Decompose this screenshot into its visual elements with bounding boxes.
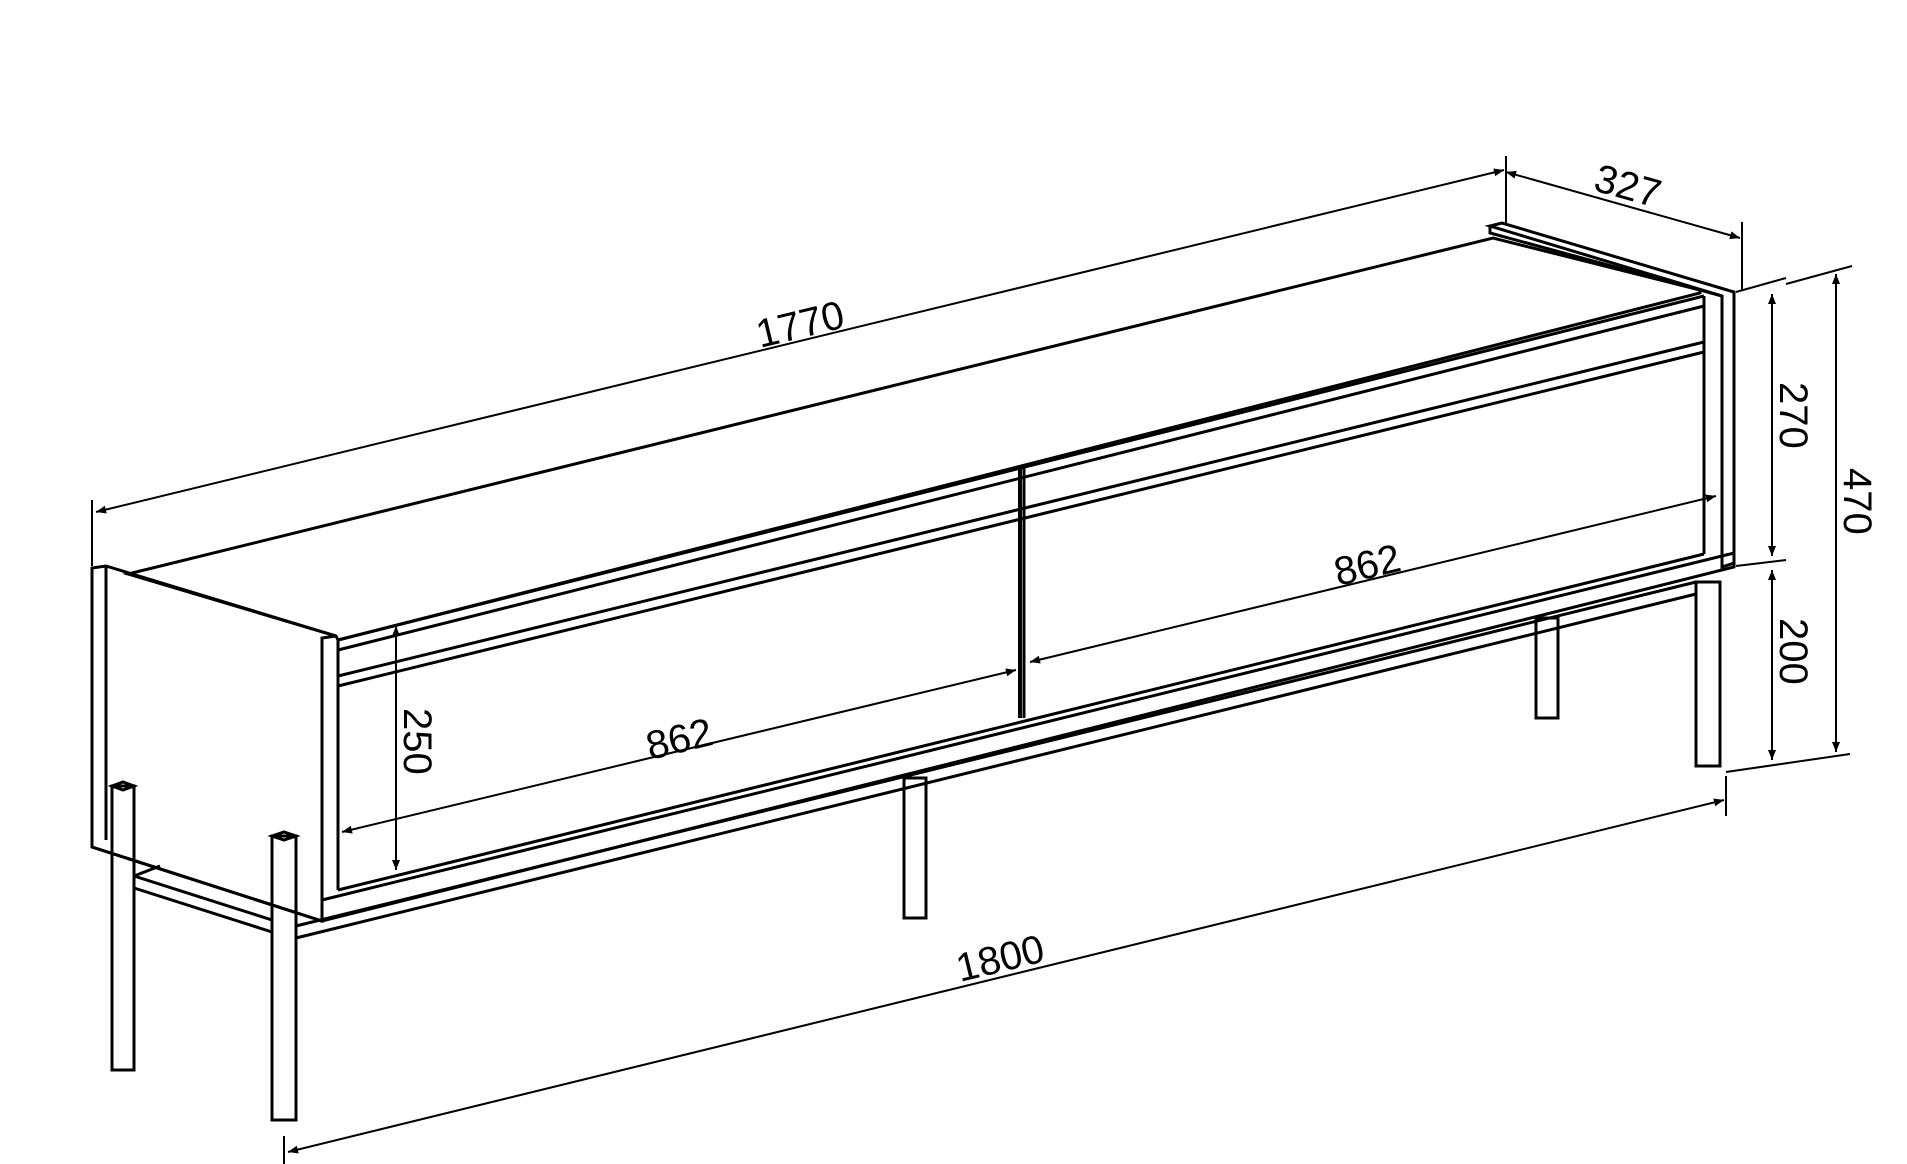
leg-back-left-cap: [107, 780, 139, 792]
cabinet-body: [90, 221, 1736, 924]
left-panel-bottom: [91, 845, 323, 923]
dim-bottom-length-label: 1800: [952, 927, 1049, 991]
dim-body-height-ext-top: [1735, 277, 1787, 293]
dim-depth-line: [1505, 170, 1741, 240]
dim-body-height-ext-mid: [1735, 559, 1787, 567]
leg-back-left: [110, 784, 136, 1072]
dim-leg-height-label: 200: [1771, 618, 1815, 685]
dim-total-height-label: 470: [1835, 468, 1879, 535]
leg-front-right: [1694, 580, 1722, 768]
frame-rail-left-lower: [133, 886, 273, 934]
left-end-panel: [90, 564, 337, 924]
dim-total-height-ext-top: [1785, 265, 1853, 285]
dim-bottom-length-line: [287, 798, 1725, 1154]
dimension-lines: [91, 156, 1853, 1164]
dim-body-height-label: 270: [1771, 382, 1815, 449]
dim-depth-label: 327: [1590, 156, 1666, 216]
dim-right-door-width-label: 862: [1330, 536, 1405, 594]
dim-top-length-line: [95, 168, 1505, 514]
leg-front-left: [270, 834, 298, 1122]
frame-rail-left-back: [133, 864, 161, 878]
right-end-panel-inner: [1699, 288, 1723, 298]
bottom-board: [320, 551, 1736, 923]
top-board: [122, 236, 1702, 642]
dim-right-door-width-line: [1029, 494, 1717, 664]
dim-left-door-width-label: 862: [642, 710, 717, 768]
dim-top-length-label: 1770: [752, 293, 849, 357]
leg-middle: [902, 776, 928, 920]
dim-door-height-label: 250: [395, 708, 439, 775]
leg-frame: [107, 580, 1722, 1122]
frame-rail-left: [133, 874, 273, 922]
dim-leg-height-ext-bottom: [1725, 753, 1851, 773]
